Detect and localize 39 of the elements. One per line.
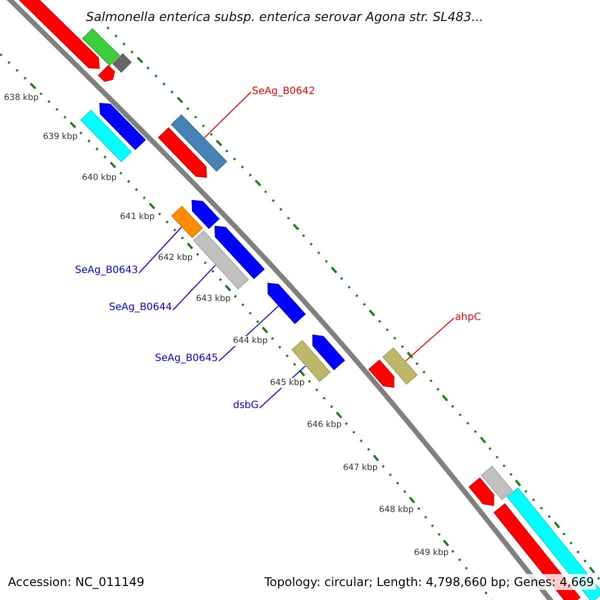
gene-feature (214, 226, 265, 280)
gene-label: SeAg_B0644 (109, 302, 172, 314)
gene-feature (192, 230, 250, 290)
scale-label: 649 kbp (414, 548, 449, 558)
gene-feature (312, 334, 346, 370)
scale-label: 639 kbp (43, 132, 78, 142)
genome-info-text: Topology: circular; Length: 4,798,660 bp; Genes: 4,669 (262, 574, 596, 590)
gene-label: dsbG (233, 400, 259, 412)
gene-label: SeAg_B0643 (75, 265, 138, 277)
gene-feature (171, 206, 203, 238)
gene-feature (192, 200, 220, 230)
gene-feature (170, 114, 228, 172)
gene-feature (158, 127, 207, 178)
scale-label: 647 kbp (343, 463, 378, 473)
gene-label: ahpC (455, 312, 481, 324)
gene-feature (99, 102, 146, 150)
scale-label: 645 kbp (270, 378, 305, 388)
gene-feature (112, 53, 132, 73)
gene-label: SeAg_B0645 (155, 353, 218, 365)
gene-label: SeAg_B0642 (252, 86, 315, 98)
scale-label: 648 kbp (379, 505, 414, 515)
scale-label: 642 kbp (158, 253, 193, 263)
scale-label: 640 kbp (82, 173, 117, 183)
gene-feature (268, 282, 306, 324)
scale-label: 641 kbp (120, 212, 155, 222)
gene-feature (368, 360, 394, 388)
gene-feature (468, 477, 494, 506)
gene-feature (382, 347, 418, 385)
leader-line (204, 92, 252, 138)
accession-text: Accession: NC_011149 (6, 574, 146, 590)
scale-label: 643 kbp (196, 294, 231, 304)
gene-feature (80, 110, 132, 162)
scale-label: 646 kbp (307, 420, 342, 430)
gene-feature (82, 28, 120, 66)
leader-line (138, 226, 182, 274)
scale-label: 644 kbp (233, 336, 268, 346)
leader-line (405, 318, 454, 362)
gene-feature (480, 466, 514, 500)
scale-label: 638 kbp (4, 93, 39, 103)
